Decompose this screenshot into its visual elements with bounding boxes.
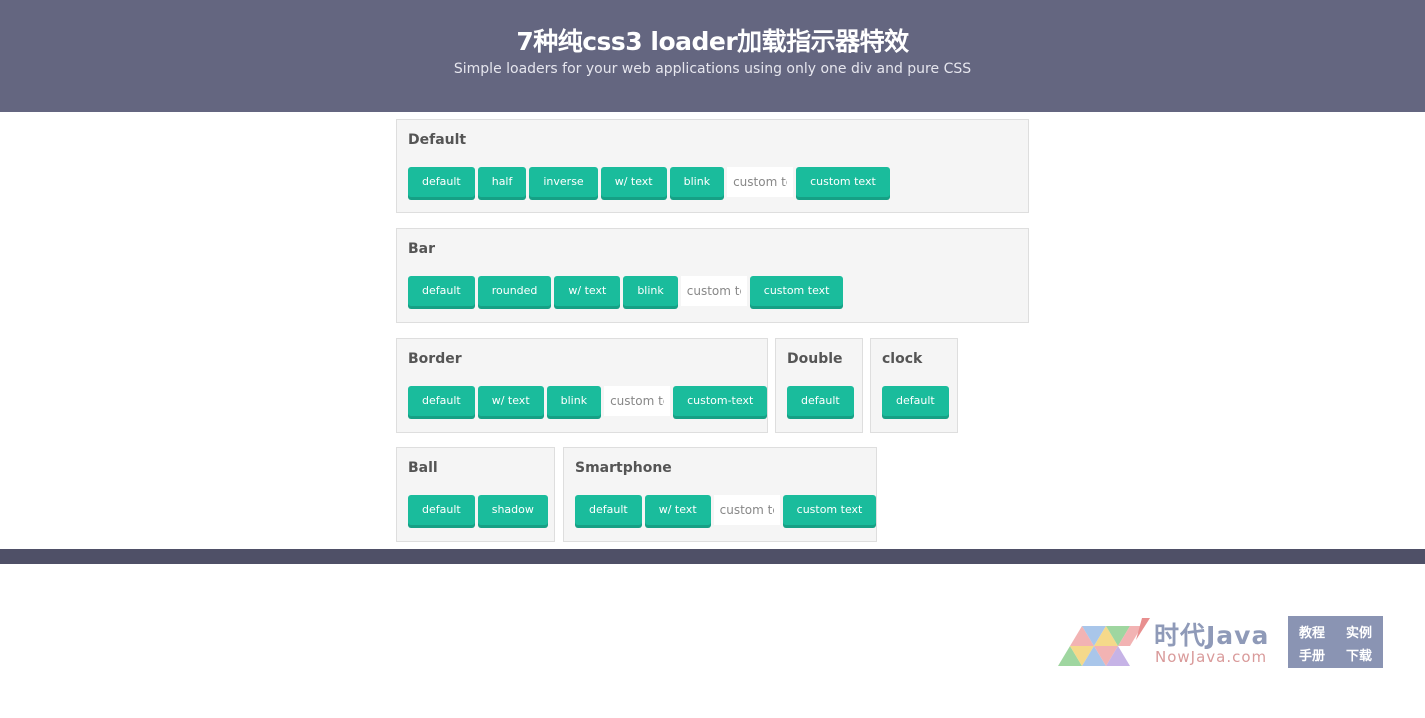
watermark-box-label: 手册 xyxy=(1299,649,1326,664)
button-row: default xyxy=(882,386,949,416)
panel-title: clock xyxy=(882,351,923,367)
default-loader-button[interactable]: default xyxy=(575,495,642,525)
button-row: default half inverse w/ text blink custo… xyxy=(408,167,890,197)
button-row: default shadow xyxy=(408,495,548,525)
button-row: default rounded w/ text blink custom tex… xyxy=(408,276,844,306)
default-loader-button[interactable]: default xyxy=(408,386,475,416)
custom-text-input[interactable] xyxy=(604,386,671,416)
footer-bar xyxy=(0,549,1425,564)
rounded-loader-button[interactable]: rounded xyxy=(477,276,552,306)
shadow-loader-button[interactable]: shadow xyxy=(477,495,548,525)
page-subtitle: Simple loaders for your web applications… xyxy=(453,61,972,77)
triangle-logo-icon xyxy=(1058,618,1150,666)
watermark-box: 教程 实例 手册 下载 xyxy=(1288,616,1383,668)
inverse-loader-button[interactable]: inverse xyxy=(529,167,598,197)
panel-title: Smartphone xyxy=(575,460,672,476)
page-header: 7种纯css3 loader加载指示器特效 Simple loaders for… xyxy=(0,0,1425,112)
button-row: default xyxy=(787,386,854,416)
text-loader-button[interactable]: w/ text xyxy=(644,495,711,525)
text-loader-button[interactable]: w/ text xyxy=(600,167,667,197)
button-row: default w/ text custom text xyxy=(575,495,877,525)
custom-text-input[interactable] xyxy=(713,495,780,525)
page-title: 7种纯css3 loader加载指示器特效 xyxy=(516,27,909,56)
watermark: 时代Java NowJava.com 教程 实例 手册 下载 xyxy=(1058,616,1384,668)
custom-text-input[interactable] xyxy=(680,276,747,306)
default-loader-button[interactable]: default xyxy=(408,167,475,197)
panel-ball: Ball default shadow xyxy=(396,447,555,542)
watermark-name: 时代Java xyxy=(1154,621,1270,650)
panel-title: Default xyxy=(408,132,467,148)
panel-border: Border default w/ text blink custom-text xyxy=(396,338,768,433)
default-loader-button[interactable]: default xyxy=(882,386,949,416)
default-loader-button[interactable]: default xyxy=(787,386,854,416)
watermark-box-label: 下载 xyxy=(1345,649,1372,664)
panel-double: Double default xyxy=(775,338,863,433)
custom-text-button[interactable]: custom-text xyxy=(673,386,768,416)
watermark-box-label: 教程 xyxy=(1299,626,1326,641)
default-loader-button[interactable]: default xyxy=(408,495,475,525)
blink-loader-button[interactable]: blink xyxy=(546,386,602,416)
panel-smartphone: Smartphone default w/ text custom text xyxy=(563,447,877,542)
panel-title: Double xyxy=(787,351,843,367)
watermark-url: NowJava.com xyxy=(1155,648,1268,666)
default-loader-button[interactable]: default xyxy=(408,276,475,306)
panel-title: Ball xyxy=(408,460,438,476)
panel-default: Default default half inverse w/ text bli… xyxy=(396,119,1029,213)
half-loader-button[interactable]: half xyxy=(477,167,527,197)
custom-text-input[interactable] xyxy=(727,167,794,197)
custom-text-button[interactable]: custom text xyxy=(749,276,844,306)
text-loader-button[interactable]: w/ text xyxy=(477,386,544,416)
blink-loader-button[interactable]: blink xyxy=(669,167,725,197)
button-row: default w/ text blink custom-text xyxy=(408,386,768,416)
panel-title: Bar xyxy=(408,241,436,257)
blink-loader-button[interactable]: blink xyxy=(623,276,678,306)
panel-title: Border xyxy=(408,351,462,367)
custom-text-button[interactable]: custom text xyxy=(782,495,877,525)
panel-clock: clock default xyxy=(870,338,958,433)
watermark-box-label: 实例 xyxy=(1345,626,1372,641)
text-loader-button[interactable]: w/ text xyxy=(554,276,621,306)
custom-text-button[interactable]: custom text xyxy=(796,167,890,197)
panel-bar: Bar default rounded w/ text blink custom… xyxy=(396,228,1029,323)
